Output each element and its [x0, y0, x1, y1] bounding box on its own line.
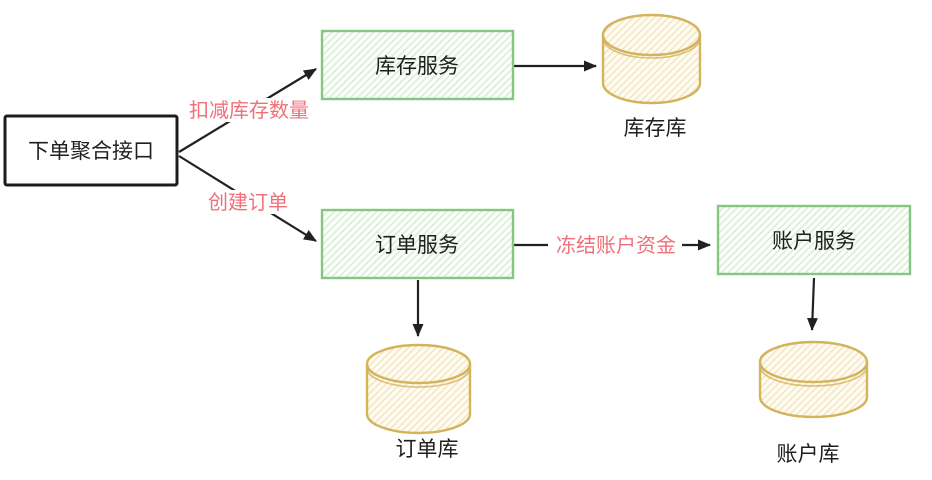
entry-node-label: 下单聚合接口: [28, 140, 154, 163]
inventory-service-box: [320, 29, 515, 101]
inventory-db-label: 库存库: [624, 117, 687, 140]
edge-create-order-label-group: 创建订单: [202, 190, 294, 214]
order-db-cylinder-rim: [366, 367, 471, 388]
account-db-cylinder-rim: [759, 365, 868, 387]
edge-deduct-inventory-label-bg: [182, 98, 316, 122]
order-db-cylinder-top: [365, 343, 472, 385]
edge-create-order-label: 创建订单: [208, 191, 288, 214]
edge-deduct-inventory-label-group: 扣减库存数量: [182, 98, 316, 122]
inventory-db-node: 库存库: [601, 13, 702, 140]
edge-create-order-label-bg: [202, 190, 294, 214]
entry-node-box: [3, 114, 179, 187]
order-db-node: 订单库: [365, 343, 472, 461]
account-service-label: 账户服务: [772, 230, 856, 253]
account-db-label: 账户库: [777, 443, 840, 466]
inventory-db-cylinder-rim: [602, 37, 701, 59]
edge-deduct-inventory-label: 扣减库存数量: [189, 99, 309, 122]
edge-freeze-funds-label-group: 冻结账户资金: [548, 232, 682, 258]
order-service-box: [320, 208, 515, 280]
inventory-service-label: 库存服务: [375, 55, 459, 78]
edge-freeze-funds-label-bg: [548, 232, 682, 258]
account-db-node: 账户库: [758, 340, 869, 466]
edge-freeze-funds-label: 冻结账户资金: [556, 234, 676, 257]
order-service-node: 订单服务: [320, 208, 515, 280]
account-service-node: 账户服务: [716, 204, 912, 276]
inventory-service-node: 库存服务: [320, 29, 515, 101]
account-db-cylinder-top: [758, 340, 869, 384]
order-db-label: 订单库: [396, 438, 459, 461]
order-service-label: 订单服务: [375, 234, 459, 257]
entry-node: 下单聚合接口: [3, 114, 179, 187]
inventory-db-cylinder-top: [601, 13, 702, 57]
account-service-box: [716, 204, 912, 276]
edge-account-to-db-arrow: [806, 277, 818, 331]
